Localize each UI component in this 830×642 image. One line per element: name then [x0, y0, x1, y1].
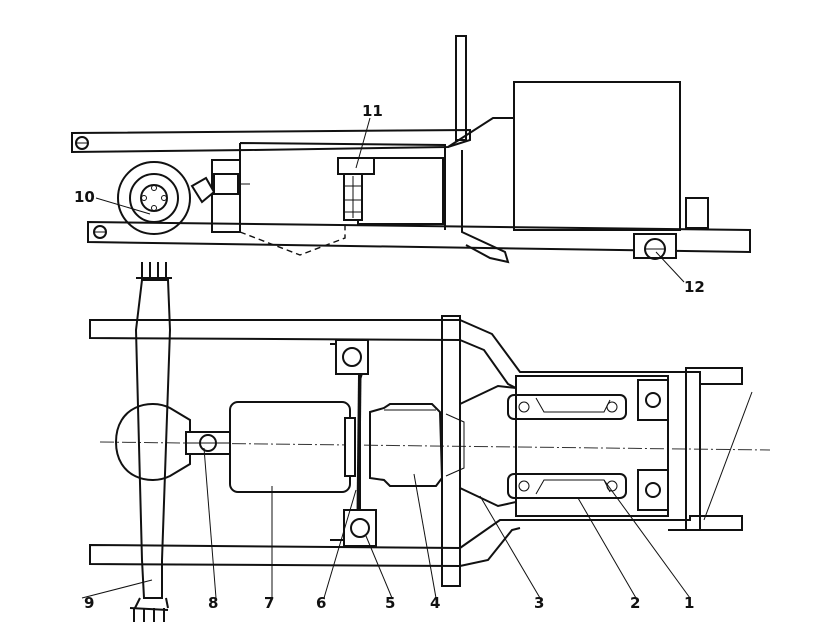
label-8: 8	[208, 594, 218, 612]
side-wheel-10	[117, 161, 191, 235]
label-2: 2	[630, 594, 640, 612]
side-bearing-12	[633, 233, 677, 260]
frame-end-2	[668, 371, 701, 531]
rear-axle-9	[114, 262, 191, 622]
top-view	[89, 262, 771, 622]
side-u-joint	[190, 173, 250, 204]
label-1: 1	[684, 594, 694, 612]
side-vertical-post	[455, 35, 467, 141]
label-3: 3	[534, 594, 544, 612]
gearbox-4	[369, 403, 444, 487]
label-11: 11	[362, 102, 383, 120]
side-lower-rail	[87, 220, 751, 254]
top-upper-rail	[89, 319, 461, 342]
engine-1	[515, 375, 669, 517]
bearing-5	[335, 339, 377, 547]
part-labels: 11 10 12 9 8 7 6 5 4 3 2 1	[74, 102, 705, 612]
motor-7	[229, 401, 351, 493]
right-mount-blocks	[637, 379, 669, 511]
side-gear-11	[337, 157, 375, 221]
label-6: 6	[316, 594, 326, 612]
side-upper-rail	[71, 128, 471, 154]
label-7: 7	[264, 594, 274, 612]
label-12: 12	[684, 278, 705, 296]
label-5: 5	[385, 594, 395, 612]
leader-lines	[81, 117, 691, 599]
label-4: 4	[430, 594, 440, 612]
side-small-box	[685, 197, 709, 229]
side-view	[71, 35, 751, 264]
engine-cylinder-upper	[507, 394, 627, 420]
side-middle-frame	[239, 142, 446, 232]
label-9: 9	[84, 594, 94, 612]
u-joint-8	[185, 431, 231, 455]
label-10: 10	[74, 188, 95, 206]
top-lower-rail	[89, 543, 461, 568]
side-engine-block	[513, 81, 681, 231]
flange-plate	[441, 315, 461, 587]
side-bracket	[211, 159, 241, 233]
